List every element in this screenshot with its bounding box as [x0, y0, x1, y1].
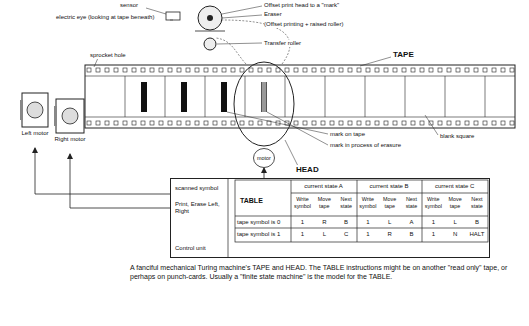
- part-label: Transfer roller: [264, 40, 301, 47]
- part-label: HEAD: [296, 165, 319, 174]
- table-cell: current state A: [291, 183, 356, 190]
- unit-text: Control unit: [175, 245, 235, 252]
- control-unit: scanned symbolPrint, Erase Left, RightCo…: [170, 178, 490, 258]
- motor-outline: [254, 149, 275, 168]
- part-label: mark on tape: [330, 131, 365, 138]
- table-cell: 1: [423, 219, 444, 226]
- motor-mount: [20, 100, 23, 120]
- motor-unit: Right motor: [54, 98, 86, 154]
- control-wire: [70, 154, 170, 208]
- table-cell: R: [379, 231, 400, 238]
- motor-shaft: [62, 108, 78, 124]
- motor-label: motor: [253, 155, 275, 162]
- motor-symbol: [54, 98, 86, 134]
- table-cell: Next state: [401, 196, 422, 209]
- table-cell: tape symbol is 1: [237, 231, 290, 238]
- table-cell: Next state: [466, 196, 487, 209]
- part-label: electric eye (looking at tape beneath): [56, 14, 154, 21]
- table-cell: current state B: [357, 183, 422, 190]
- motor-mount: [54, 106, 57, 126]
- table-cell: HALT: [466, 231, 487, 238]
- part-label: mark in process of erasure: [330, 142, 401, 149]
- table-cell: 1: [357, 219, 378, 226]
- motor-housing: [22, 93, 48, 127]
- unit-text: Print, Erase Left, Right: [175, 201, 227, 215]
- part-label: Eraser: [264, 11, 282, 18]
- table-cell: Write symbol: [357, 196, 378, 209]
- part-label: Offset print head to a "mark": [264, 2, 339, 9]
- motor-symbol: [20, 92, 50, 128]
- unit-text: scanned symbol: [175, 185, 227, 192]
- table-cell: 1: [357, 231, 378, 238]
- part-label: sensor: [120, 2, 138, 9]
- motor-unit: Left motor: [20, 92, 50, 148]
- control-wire: [264, 168, 265, 178]
- table-cell: B: [401, 231, 422, 238]
- table-cell: B: [336, 219, 357, 226]
- table-cell: N: [445, 231, 466, 238]
- table-cell: Move tape: [314, 196, 335, 209]
- table-cell: Next state: [336, 196, 357, 209]
- table-cell: 1: [292, 219, 313, 226]
- table-cell: R: [314, 219, 335, 226]
- table-cell: L: [314, 231, 335, 238]
- table-cell: B: [466, 219, 487, 226]
- part-label: sprocket hole: [90, 52, 126, 59]
- table-cell: tape symbol is 0: [237, 219, 290, 226]
- head-motor: motor: [253, 148, 275, 168]
- figure-caption: A fanciful mechanical Turing machine's T…: [130, 263, 520, 281]
- table-cell: A: [401, 219, 422, 226]
- table-cell: TABLE: [240, 197, 288, 204]
- motor-label: Right motor: [54, 136, 86, 143]
- table-cell: L: [379, 219, 400, 226]
- part-label: TAPE: [393, 50, 414, 59]
- table-cell: C: [336, 231, 357, 238]
- motor-shaft: [27, 102, 43, 118]
- part-label: blank square: [440, 133, 474, 140]
- table-cell: current state C: [422, 183, 487, 190]
- table-cell: Move tape: [379, 196, 400, 209]
- table-cell: Move tape: [445, 196, 466, 209]
- control-wire: [35, 148, 170, 194]
- table-cell: 1: [423, 231, 444, 238]
- part-label: (Offset printing + raised roller): [264, 21, 343, 28]
- table-cell: L: [445, 219, 466, 226]
- motor-housing: [56, 99, 84, 133]
- table-cell: 1: [292, 231, 313, 238]
- motor-label: Left motor: [20, 130, 50, 137]
- table-cell: Write symbol: [292, 196, 313, 209]
- table-cell: Write symbol: [423, 196, 444, 209]
